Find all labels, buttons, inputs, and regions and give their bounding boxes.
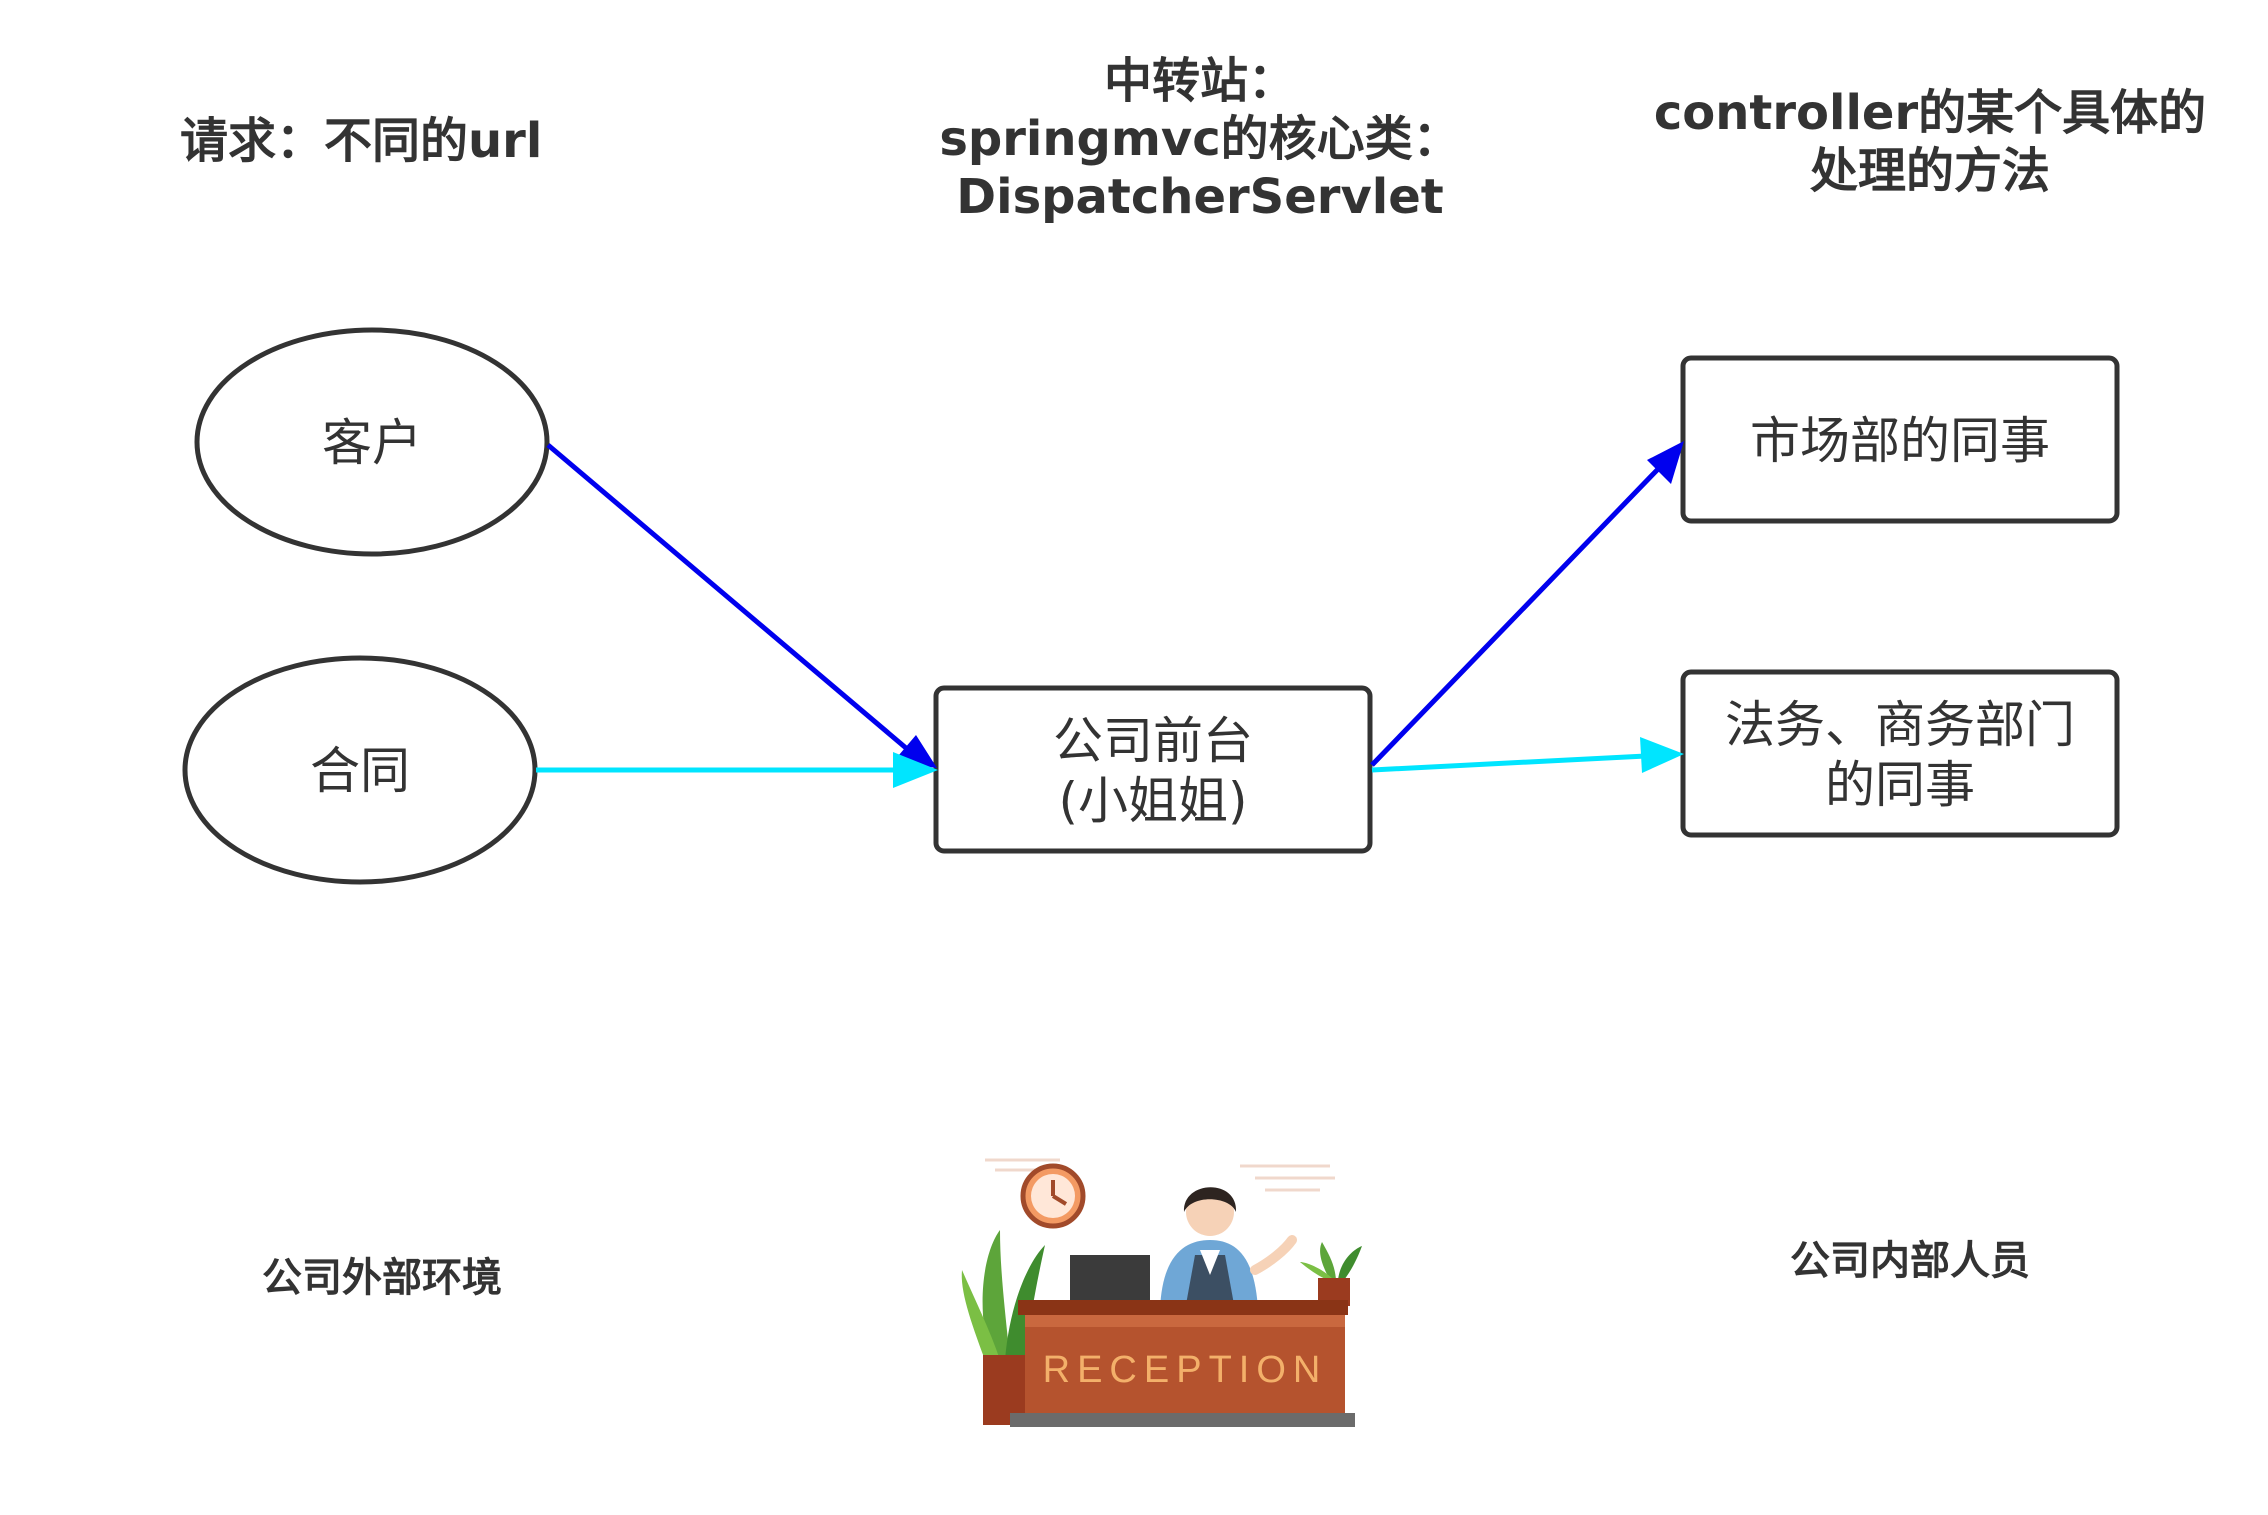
node-legal-line2: 的同事 xyxy=(1825,756,1975,814)
node-marketing: 市场部的同事 xyxy=(1680,355,2120,524)
footer-internal-label: 公司内部人员 xyxy=(1790,1238,2030,1284)
header-dispatcher-line2: springmvc的核心类： xyxy=(939,111,1461,167)
header-controller-line1: controller的某个具体的 xyxy=(1653,85,2207,141)
node-customer-label: 客户 xyxy=(322,414,422,472)
reception-illustration: RECEPTION xyxy=(961,1158,1362,1427)
node-contract-label: 合同 xyxy=(310,742,410,800)
node-marketing-label: 市场部的同事 xyxy=(1750,412,2050,470)
node-contract: 合同 xyxy=(182,655,538,885)
header-controller-line2: 处理的方法 xyxy=(1809,143,2050,199)
header-controller-label: controller的某个具体的 处理的方法 xyxy=(1640,84,2220,200)
desk-sign-text: RECEPTION xyxy=(1043,1349,1328,1391)
plant-right-icon xyxy=(1300,1242,1362,1306)
receptionist-icon xyxy=(1160,1187,1297,1310)
header-dispatcher-line1: 中转站： xyxy=(1103,53,1296,109)
node-legal: 法务、商务部门 的同事 xyxy=(1680,669,2120,838)
arrow-customer-to-reception xyxy=(546,443,937,768)
node-reception: 公司前台 (小姐姐) xyxy=(933,685,1373,854)
arrow-reception-to-legal xyxy=(1371,737,1684,773)
arrow-reception-to-marketing xyxy=(1370,441,1684,767)
node-customer: 客户 xyxy=(194,327,550,557)
header-dispatcher-label: 中转站： springmvc的核心类： DispatcherServlet xyxy=(920,52,1480,226)
clock-icon xyxy=(1020,1163,1086,1229)
header-dispatcher-line3: DispatcherServlet xyxy=(956,169,1444,225)
reception-desk: RECEPTION xyxy=(1010,1300,1355,1427)
footer-external-label: 公司外部环境 xyxy=(262,1255,502,1301)
cloud-decoration xyxy=(985,1158,1335,1192)
header-request-label: 请求：不同的url xyxy=(180,113,543,169)
node-reception-line2: (小姐姐) xyxy=(1058,772,1247,830)
node-legal-line1: 法务、商务部门 xyxy=(1725,696,2075,754)
node-reception-line1: 公司前台 xyxy=(1053,712,1253,770)
arrow-contract-to-reception xyxy=(536,752,938,788)
